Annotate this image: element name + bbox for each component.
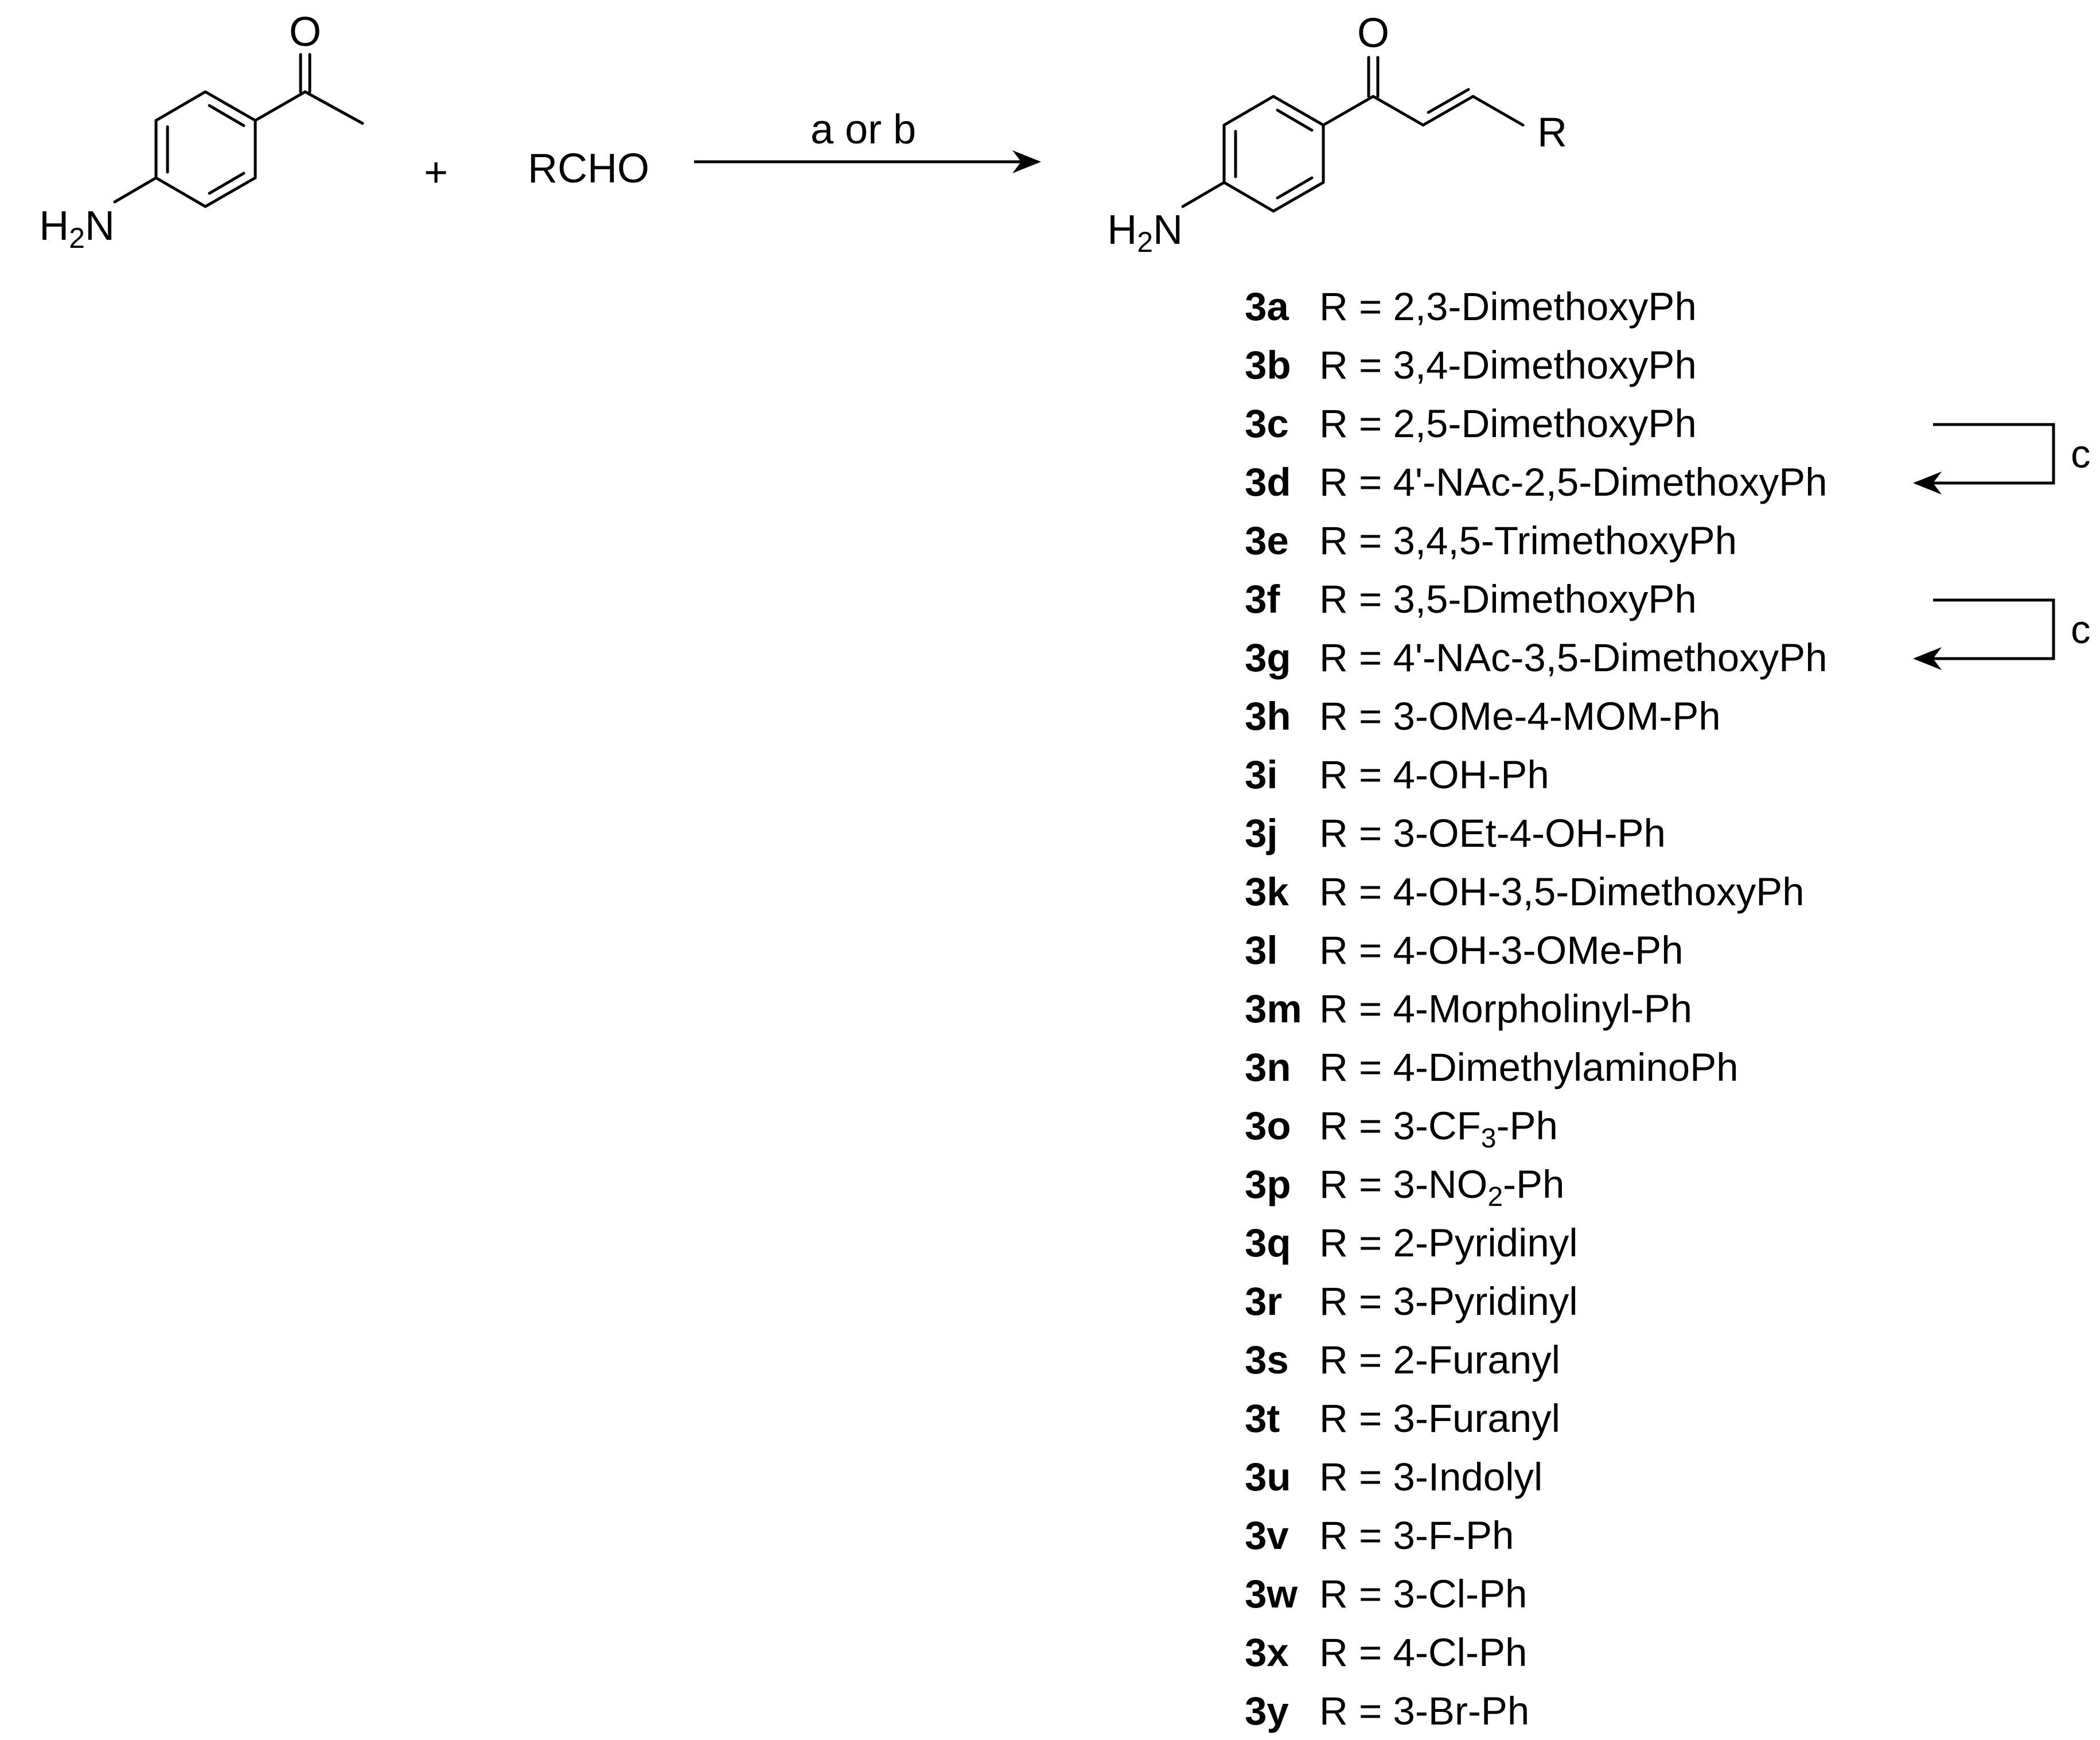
compound-substituent: R = 4'-NAc-2,5-DimethoxyPh — [1319, 460, 1828, 504]
reactant-carbonyl-oxygen: O — [289, 9, 321, 55]
compound-row: 3f R = 3,5-DimethoxyPh — [1245, 577, 1697, 621]
compound-id: 3c — [1245, 402, 1289, 446]
conversion-arrow — [1913, 598, 2055, 670]
compound-substituent: R = 4'-NAc-3,5-DimethoxyPh — [1319, 636, 1828, 680]
compound-row: 3o R = 3-CF3-Ph — [1245, 1104, 1558, 1154]
compound-row: 3d R = 4'-NAc-2,5-DimethoxyPh — [1245, 460, 1828, 504]
product-amino-group: H2N — [1107, 207, 1183, 258]
compound-substituent: R = 4-OH-3,5-DimethoxyPh — [1319, 870, 1805, 914]
compound-id: 3t — [1245, 1396, 1280, 1441]
compound-id: 3h — [1245, 694, 1291, 738]
compound-row: 3l R = 4-OH-3-OMe-Ph — [1245, 928, 1684, 972]
conversion-label: c — [2071, 432, 2091, 476]
compound-substituent: R = 3-OEt-4-OH-Ph — [1319, 811, 1666, 855]
compound-id: 3g — [1245, 636, 1291, 680]
compound-row: 3t R = 3-Furanyl — [1245, 1396, 1560, 1441]
compound-row: 3e R = 3,4,5-TrimethoxyPh — [1245, 519, 1737, 563]
compound-substituent: R = 3-NO — [1319, 1162, 1487, 1206]
compound-row: 3u R = 3-Indolyl — [1245, 1455, 1542, 1499]
compound-row: 3a R = 2,3-DimethoxyPh — [1245, 285, 1697, 329]
product-benzene-ring — [1222, 95, 1325, 213]
reactant-benzene-ring — [154, 90, 257, 208]
compound-id: 3n — [1245, 1045, 1291, 1089]
compound-row: 3k R = 4-OH-3,5-DimethoxyPh — [1245, 870, 1805, 914]
compound-row: 3x R = 4-Cl-Ph — [1245, 1630, 1527, 1675]
compound-substituent: R = 3-Furanyl — [1319, 1396, 1560, 1441]
compound-row: 3v R = 3-F-Ph — [1245, 1513, 1514, 1558]
compound-id: 3f — [1245, 577, 1280, 621]
product-carbonyl-oxygen: O — [1357, 10, 1389, 56]
compound-row: 3p R = 3-NO2-Ph — [1245, 1162, 1564, 1212]
compound-id: 3s — [1245, 1338, 1289, 1382]
compound-row: 3j R = 3-OEt-4-OH-Ph — [1245, 811, 1666, 855]
compound-row: 3i R = 4-OH-Ph — [1245, 753, 1549, 797]
compound-substituent: R = 4-OH-Ph — [1319, 753, 1549, 797]
compound-id: 3j — [1245, 811, 1278, 855]
compound-row: 3y R = 3-Br-Ph — [1245, 1689, 1529, 1733]
compound-substituent: R = 3,5-DimethoxyPh — [1319, 577, 1697, 621]
compound-id: 3d — [1245, 460, 1291, 504]
plus-sign: + — [424, 150, 448, 196]
compound-subscript: 2 — [1487, 1182, 1503, 1212]
compound-substituent: R = 4-Morpholinyl-Ph — [1319, 987, 1692, 1031]
compound-row: 3m R = 4-Morpholinyl-Ph — [1245, 987, 1692, 1031]
compound-substituent: R = 3-Indolyl — [1319, 1455, 1542, 1499]
conversion-arrow — [1913, 423, 2055, 495]
compound-substituent: R = 2,3-DimethoxyPh — [1319, 285, 1697, 329]
compound-id: 3b — [1245, 343, 1291, 387]
compound-row: 3c R = 2,5-DimethoxyPh — [1245, 402, 1697, 446]
compound-subscript: 3 — [1481, 1123, 1497, 1154]
compound-substituent: R = 3-F-Ph — [1319, 1513, 1514, 1558]
compound-substituent: R = 3-CF — [1319, 1104, 1481, 1148]
compound-substituent: R = 2-Furanyl — [1319, 1338, 1560, 1382]
compound-id: 3l — [1245, 928, 1278, 972]
compound-id: 3k — [1245, 870, 1289, 914]
compound-id: 3v — [1245, 1513, 1289, 1558]
compound-substituent: R = 4-Cl-Ph — [1319, 1630, 1527, 1675]
compound-row: 3g R = 4'-NAc-3,5-DimethoxyPh — [1245, 636, 1828, 680]
product-r-group: R — [1537, 110, 1567, 155]
compound-row: 3b R = 3,4-DimethoxyPh — [1245, 343, 1697, 387]
compound-substituent: R = 3,4-DimethoxyPh — [1319, 343, 1697, 387]
reactant-amino-group: H2N — [39, 203, 115, 254]
conversion-brackets: cc — [1913, 423, 2091, 670]
compound-substituent-tail: -Ph — [1497, 1104, 1558, 1148]
compound-substituent-tail: -Ph — [1503, 1162, 1564, 1206]
compound-id: 3w — [1245, 1572, 1298, 1616]
aldehyde-reagent: RCHO — [528, 146, 649, 192]
compound-row: 3q R = 2-Pyridinyl — [1245, 1221, 1578, 1265]
compound-substituent: R = 3-Pyridinyl — [1319, 1279, 1578, 1324]
compound-id: 3x — [1245, 1630, 1289, 1675]
compound-substituent: R = 3-OMe-4-MOM-Ph — [1319, 694, 1721, 738]
reactant-structure: O H2N — [39, 9, 364, 254]
compound-substituent: R = 2,5-DimethoxyPh — [1319, 402, 1697, 446]
product-structure: O R H2N — [1107, 10, 1567, 258]
compound-row: 3h R = 3-OMe-4-MOM-Ph — [1245, 694, 1721, 738]
compound-row: 3r R = 3-Pyridinyl — [1245, 1279, 1578, 1324]
compound-list: 3a R = 2,3-DimethoxyPh 3b R = 3,4-Dimethoxy… — [1245, 285, 1828, 1733]
compound-id: 3r — [1245, 1279, 1282, 1324]
compound-substituent: R = 3-Br-Ph — [1319, 1689, 1529, 1733]
reaction-conditions: a or b — [811, 107, 916, 153]
compound-id: 3m — [1245, 987, 1302, 1031]
compound-id: 3y — [1245, 1689, 1289, 1733]
compound-row: 3w R = 3-Cl-Ph — [1245, 1572, 1527, 1616]
compound-id: 3u — [1245, 1455, 1291, 1499]
compound-row: 3s R = 2-Furanyl — [1245, 1338, 1560, 1382]
compound-id: 3q — [1245, 1221, 1291, 1265]
compound-id: 3e — [1245, 519, 1289, 563]
compound-substituent: R = 4-DimethylaminoPh — [1319, 1045, 1739, 1089]
compound-id: 3p — [1245, 1162, 1291, 1206]
compound-substituent: R = 3-Cl-Ph — [1319, 1572, 1527, 1616]
compound-substituent: R = 3,4,5-TrimethoxyPh — [1319, 519, 1737, 563]
compound-id: 3i — [1245, 753, 1278, 797]
compound-id: 3o — [1245, 1104, 1291, 1148]
compound-substituent: R = 4-OH-3-OMe-Ph — [1319, 928, 1684, 972]
compound-row: 3n R = 4-DimethylaminoPh — [1245, 1045, 1739, 1089]
conversion-label: c — [2071, 608, 2091, 652]
compound-substituent: R = 2-Pyridinyl — [1319, 1221, 1578, 1265]
compound-id: 3a — [1245, 285, 1289, 329]
